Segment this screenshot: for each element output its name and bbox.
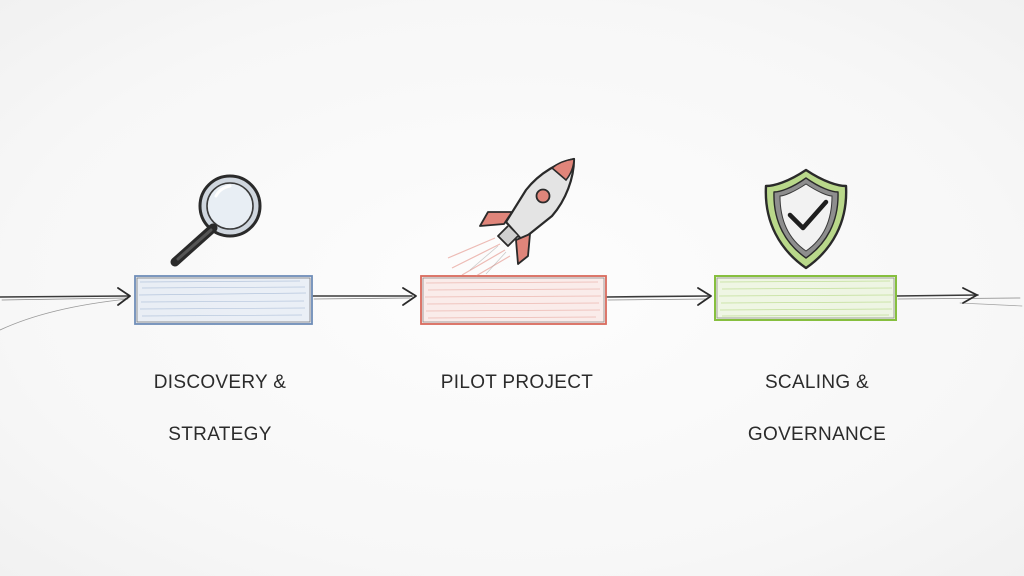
arrowhead-1: [117, 287, 131, 306]
stage-label-line: GOVERNANCE: [747, 424, 887, 445]
shield-check-icon: [764, 168, 848, 270]
stage-label-scaling: SCALING & GOVERNANCE: [707, 344, 927, 474]
stage-label-line: PILOT PROJECT: [440, 372, 594, 393]
arrowhead-4: [962, 287, 978, 304]
rocket-icon: [447, 157, 576, 277]
stage-label-line: DISCOVERY &: [153, 372, 287, 393]
stage-label-line: SCALING &: [764, 372, 870, 393]
arrowhead-2: [402, 287, 417, 306]
magnifying-glass-icon: [170, 174, 262, 267]
stage-label-pilot: PILOT PROJECT: [407, 344, 627, 422]
timeline-line: [0, 294, 1023, 331]
stage-box-scaling: [714, 275, 897, 321]
stage-label-line: STRATEGY: [168, 424, 272, 445]
arrowhead-3: [697, 287, 712, 306]
stage-box-pilot: [420, 275, 607, 325]
stage-box-discovery: [134, 275, 313, 325]
stage-label-discovery: DISCOVERY & STRATEGY: [110, 344, 330, 474]
